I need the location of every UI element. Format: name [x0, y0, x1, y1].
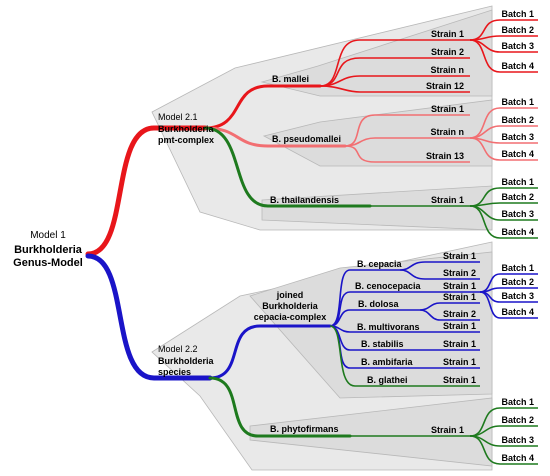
strain-label: Strain 13	[426, 151, 464, 161]
strain-label: Strain 1	[431, 195, 464, 205]
strain-label: Strain n	[430, 65, 464, 75]
species-stabilis: B. stabilis	[361, 339, 404, 349]
batch-label: Batch 2	[501, 277, 534, 287]
batch-label: Batch 4	[501, 307, 534, 317]
branch-mallei-strain12	[319, 85, 470, 93]
strain-label: Strain 12	[426, 81, 464, 91]
branch-cenocepacia-batch4	[479, 291, 538, 319]
model-2-2-node: Model 2.2 Burkholderia species	[158, 344, 215, 377]
model-2-2-title: Model 2.2	[158, 344, 198, 354]
branch-model22-to-phytofirmans	[208, 376, 352, 438]
model-1-name-line1: Burkholderia	[14, 244, 83, 256]
panel-thailandensis	[261, 185, 493, 231]
species-phytofirmans: B. phytofirmans	[270, 424, 339, 434]
panel-cepacia-complex	[249, 251, 493, 399]
batch-label: Batch 4	[501, 453, 534, 463]
branch-pseudomallei-batch4	[469, 137, 538, 161]
cepacia-complex-branches	[329, 261, 538, 387]
batch-label: Batch 1	[501, 177, 534, 187]
model-1-node: Model 1 Burkholderia Genus-Model	[13, 230, 83, 269]
branch-cepacia-strain2	[399, 269, 480, 280]
strain-label: Strain 1	[431, 104, 464, 114]
strain-label: Strain 1	[443, 339, 476, 349]
batch-labels: Batch 1 Batch 2 Batch 3 Batch 4 Batch 1 …	[501, 9, 534, 463]
branch-complex-dolosa	[329, 309, 420, 327]
thailandensis-branches	[370, 187, 538, 239]
strain-label: Strain n	[430, 127, 464, 137]
batch-label: Batch 1	[501, 263, 534, 273]
batch-label: Batch 4	[501, 227, 534, 237]
batch-label: Batch 3	[501, 435, 534, 445]
species-glathei: B. glathei	[367, 375, 408, 385]
branch-model21-to-mallei	[203, 84, 322, 130]
batch-label: Batch 2	[501, 25, 534, 35]
pseudomallei-branches	[344, 107, 538, 163]
batch-label: Batch 2	[501, 115, 534, 125]
mallei-branches	[319, 19, 538, 93]
phytofirmans-branches	[350, 407, 538, 465]
batch-label: Batch 4	[501, 149, 534, 159]
batch-label: Batch 2	[501, 415, 534, 425]
branch-model22-to-complex	[208, 324, 332, 380]
species-dolosa: B. dolosa	[358, 299, 399, 309]
branch-complex-cepacia	[329, 269, 400, 327]
species-cepacia-complex-line1: joined	[276, 290, 304, 300]
strain-label: Strain 1	[443, 281, 476, 291]
branch-mallei-batch4	[469, 39, 538, 73]
model-2-1-title: Model 2.1	[158, 112, 198, 122]
batch-label: Batch 3	[501, 209, 534, 219]
species-ambifaria: B. ambifaria	[361, 357, 414, 367]
strain-label: Strain 1	[443, 251, 476, 261]
branch-pseudomallei-strain13	[344, 145, 470, 163]
model-2-1-name-line2: pmt-complex	[158, 135, 214, 145]
strain-label: Strain 1	[443, 321, 476, 331]
strain-label: Strain 1	[443, 375, 476, 385]
model-2-2-name-line2: species	[158, 367, 191, 377]
batch-label: Batch 3	[501, 132, 534, 142]
branch-dolosa-strain2	[419, 309, 480, 321]
branch-phytofirmans-batch4	[469, 435, 538, 465]
panel-pseudomallei	[262, 99, 493, 167]
batch-label: Batch 1	[501, 97, 534, 107]
strain-label: Strain 2	[443, 268, 476, 278]
batch-label: Batch 3	[501, 291, 534, 301]
branch-model1-to-model21	[85, 125, 208, 257]
species-multivorans: B. multivorans	[357, 322, 420, 332]
branch-model1-to-model22	[85, 253, 213, 381]
batch-label: Batch 4	[501, 61, 534, 71]
branch-thailandensis-batch4	[469, 205, 538, 239]
species-mallei: B. mallei	[272, 74, 309, 84]
batch-label: Batch 1	[501, 9, 534, 19]
species-labels: B. mallei B. pseudomallei B. thailandens…	[254, 74, 422, 434]
species-cepacia-complex-line2: Burkholderia	[262, 301, 319, 311]
panels	[151, 5, 493, 471]
model-1-title: Model 1	[30, 230, 66, 241]
batch-label: Batch 1	[501, 397, 534, 407]
strain-label: Strain 1	[431, 425, 464, 435]
species-pseudomallei: B. pseudomallei	[272, 134, 341, 144]
model-1-name-line2: Genus-Model	[13, 257, 83, 269]
batch-label: Batch 2	[501, 192, 534, 202]
strain-label: Strain 1	[443, 292, 476, 302]
species-thailandensis: B. thailandensis	[270, 195, 339, 205]
branch-model21-to-thailandensis	[203, 126, 372, 208]
species-cenocepacia: B. cenocepacia	[355, 281, 422, 291]
panel-mallei	[260, 9, 493, 97]
strain-label: Strain 1	[431, 29, 464, 39]
species-cepacia-complex-line3: cepacia-complex	[254, 312, 327, 322]
strain-label: Strain 2	[431, 47, 464, 57]
model-2-2-name-line1: Burkholderia	[158, 356, 215, 366]
branch-mallei-strain1	[319, 39, 470, 87]
strain-labels: Strain 1 Strain 2 Strain n Strain 12 Str…	[426, 29, 476, 435]
model-2-1-name-line1: Burkholderia	[158, 124, 215, 134]
strain-label: Strain 1	[443, 357, 476, 367]
main-branches	[85, 84, 372, 438]
species-cepacia: B. cepacia	[357, 259, 403, 269]
branch-complex-glathei	[329, 325, 480, 387]
strain-label: Strain 2	[443, 309, 476, 319]
model-2-1-node: Model 2.1 Burkholderia pmt-complex	[158, 112, 215, 145]
batch-label: Batch 3	[501, 41, 534, 51]
